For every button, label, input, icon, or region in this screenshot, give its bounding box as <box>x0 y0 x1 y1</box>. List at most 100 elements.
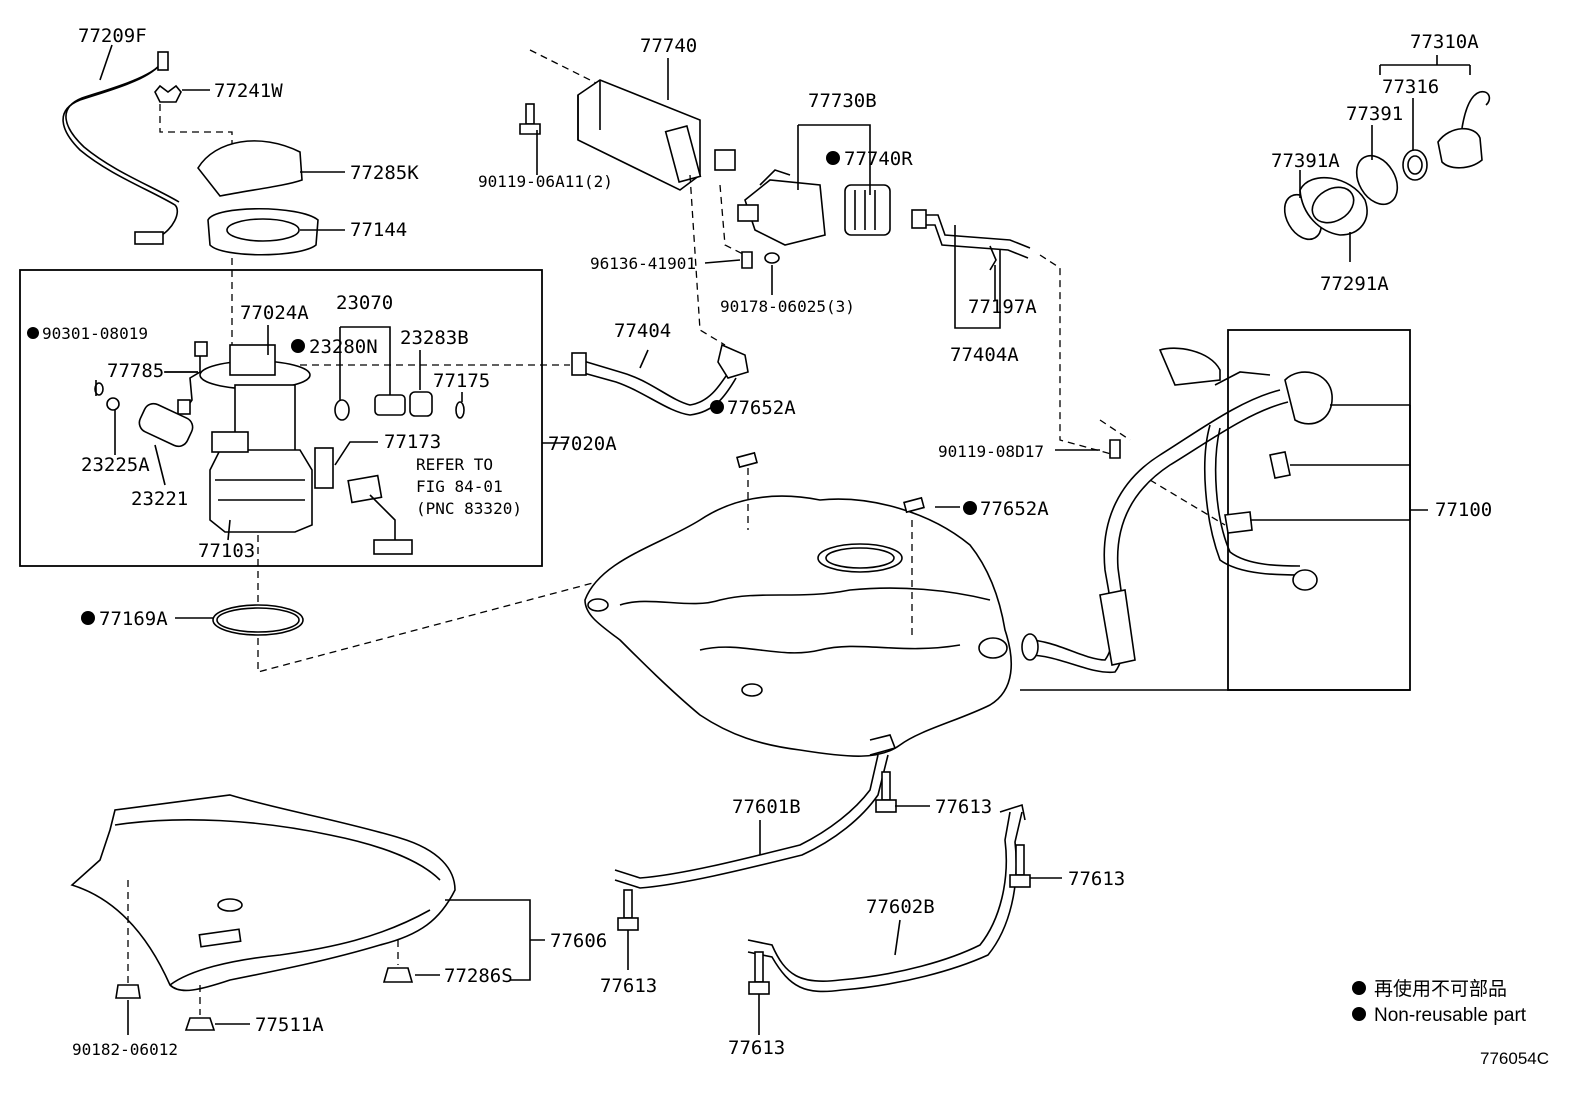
label-77197a: 77197A <box>968 296 1037 318</box>
bolt-77613-b <box>1009 844 1031 888</box>
label-77613-2: 77613 <box>1068 868 1125 890</box>
o-ring-23280n <box>334 399 350 421</box>
label-23283b: 23283B <box>400 327 469 349</box>
bullet-77740r <box>826 151 840 165</box>
hose-77404 <box>579 359 731 406</box>
label-77285k: 77285K <box>350 162 419 184</box>
bullet-90301-08019 <box>27 327 39 339</box>
label-77740r: 77740R <box>844 148 913 170</box>
label-77169a: 77169A <box>99 608 168 630</box>
label-77785: 77785 <box>107 360 164 382</box>
label-23221: 23221 <box>131 488 188 510</box>
tank-pump-opening <box>817 543 903 573</box>
clip-77241w <box>154 84 182 103</box>
label-77652a-1: 77652A <box>727 397 796 419</box>
legend-bullet-2 <box>1352 1007 1366 1021</box>
bullet-77169a <box>81 611 95 625</box>
label-77511a: 77511A <box>255 1014 324 1036</box>
label-77606: 77606 <box>550 930 607 952</box>
leak-detection-pump-77730b <box>744 179 826 246</box>
o-ring-90301-08019 <box>94 382 104 396</box>
bolt-90119-06a11 <box>519 123 541 135</box>
label-77602b: 77602B <box>866 896 935 918</box>
regulator-23070 <box>374 394 406 416</box>
label-90119-06a11: 90119-06A11(2) <box>478 172 613 191</box>
label-23225a: 23225A <box>81 454 150 476</box>
label-77613-4: 77613 <box>728 1037 785 1059</box>
fuel-tank <box>584 495 1013 757</box>
ring-77316 <box>1402 149 1428 181</box>
label-90119-08d17: 90119-08D17 <box>938 442 1044 461</box>
bullet-23280n <box>291 339 305 353</box>
bullet-77652a-1 <box>710 400 724 414</box>
bolt-77613-d <box>748 951 770 995</box>
label-77173: 77173 <box>384 431 441 453</box>
clip-96136-41901 <box>741 251 753 269</box>
label-77652a-2: 77652A <box>980 498 1049 520</box>
nut-90182-06012 <box>115 984 141 999</box>
label-77601b: 77601B <box>732 796 801 818</box>
pad-77652a-1 <box>736 451 758 469</box>
pump-reservoir-77103 <box>209 449 313 533</box>
label-77100: 77100 <box>1435 499 1492 521</box>
float-83320 <box>373 539 413 555</box>
filter-77740r <box>844 184 891 236</box>
hose-77404a <box>918 214 1031 249</box>
label-refer-line2: FIG 84-01 <box>416 477 503 496</box>
part-77175 <box>455 401 465 419</box>
filler-neck <box>1284 371 1333 425</box>
label-77103: 77103 <box>198 540 255 562</box>
legend-japanese: 再使用不可部品 <box>1374 978 1507 1000</box>
label-77241w: 77241W <box>214 80 283 102</box>
pump-body <box>234 384 296 461</box>
label-77613-3: 77613 <box>600 975 657 997</box>
clip-77286s <box>382 967 414 983</box>
fuel-pump-23221 <box>138 402 194 448</box>
protector-77606 <box>70 794 456 992</box>
tube-connector-top <box>157 51 169 71</box>
washer-23225a <box>106 397 120 411</box>
bullet-77652a-2 <box>963 501 977 515</box>
label-77020a: 77020A <box>548 433 617 455</box>
bolt-90119-08d17 <box>1109 439 1121 459</box>
legend-bullet-1 <box>1352 981 1366 995</box>
sender-77173 <box>314 447 334 489</box>
gasket-77169a <box>212 604 304 636</box>
label-77144: 77144 <box>350 219 407 241</box>
strap-77602b <box>747 811 1011 982</box>
washer-90178-06025 <box>764 252 780 264</box>
gasket-77391 <box>1355 154 1399 206</box>
lock-ring-77144 <box>207 207 319 256</box>
bolt-77613-c <box>617 889 639 931</box>
label-77286s: 77286S <box>444 965 513 987</box>
filler-pipe-77100 <box>1027 389 1281 661</box>
legend-english: Non-reusable part <box>1374 1005 1527 1026</box>
clamp-77197a <box>989 245 997 271</box>
label-77391: 77391 <box>1346 103 1403 125</box>
label-77024a: 77024A <box>240 302 309 324</box>
label-90178-06025: 90178-06025(3) <box>720 297 855 316</box>
label-77209f: 77209F <box>78 25 147 47</box>
label-77175: 77175 <box>433 370 490 392</box>
retainer-77285k <box>197 140 303 197</box>
label-23070: 23070 <box>336 292 393 314</box>
label-77291a: 77291A <box>1320 273 1389 295</box>
label-77391a: 77391A <box>1271 150 1340 172</box>
label-refer-line1: REFER TO <box>416 455 493 474</box>
label-77613-1: 77613 <box>935 796 992 818</box>
label-77316: 77316 <box>1382 76 1439 98</box>
pump-assembly-frame <box>19 269 543 567</box>
tube-connector-bottom <box>134 231 164 245</box>
label-77730b: 77730B <box>808 90 877 112</box>
label-96136-41901: 96136-41901 <box>590 254 696 273</box>
clip-77511a <box>184 1017 216 1031</box>
label-refer-line3: (PNC 83320) <box>416 499 522 518</box>
label-23280n: 23280N <box>309 336 378 358</box>
label-77404a: 77404A <box>950 344 1019 366</box>
label-77310a: 77310A <box>1410 31 1479 53</box>
strap-77601b <box>614 754 879 879</box>
label-90301-08019: 90301-08019 <box>42 324 148 343</box>
fuel-cap-77310a <box>1437 127 1483 169</box>
